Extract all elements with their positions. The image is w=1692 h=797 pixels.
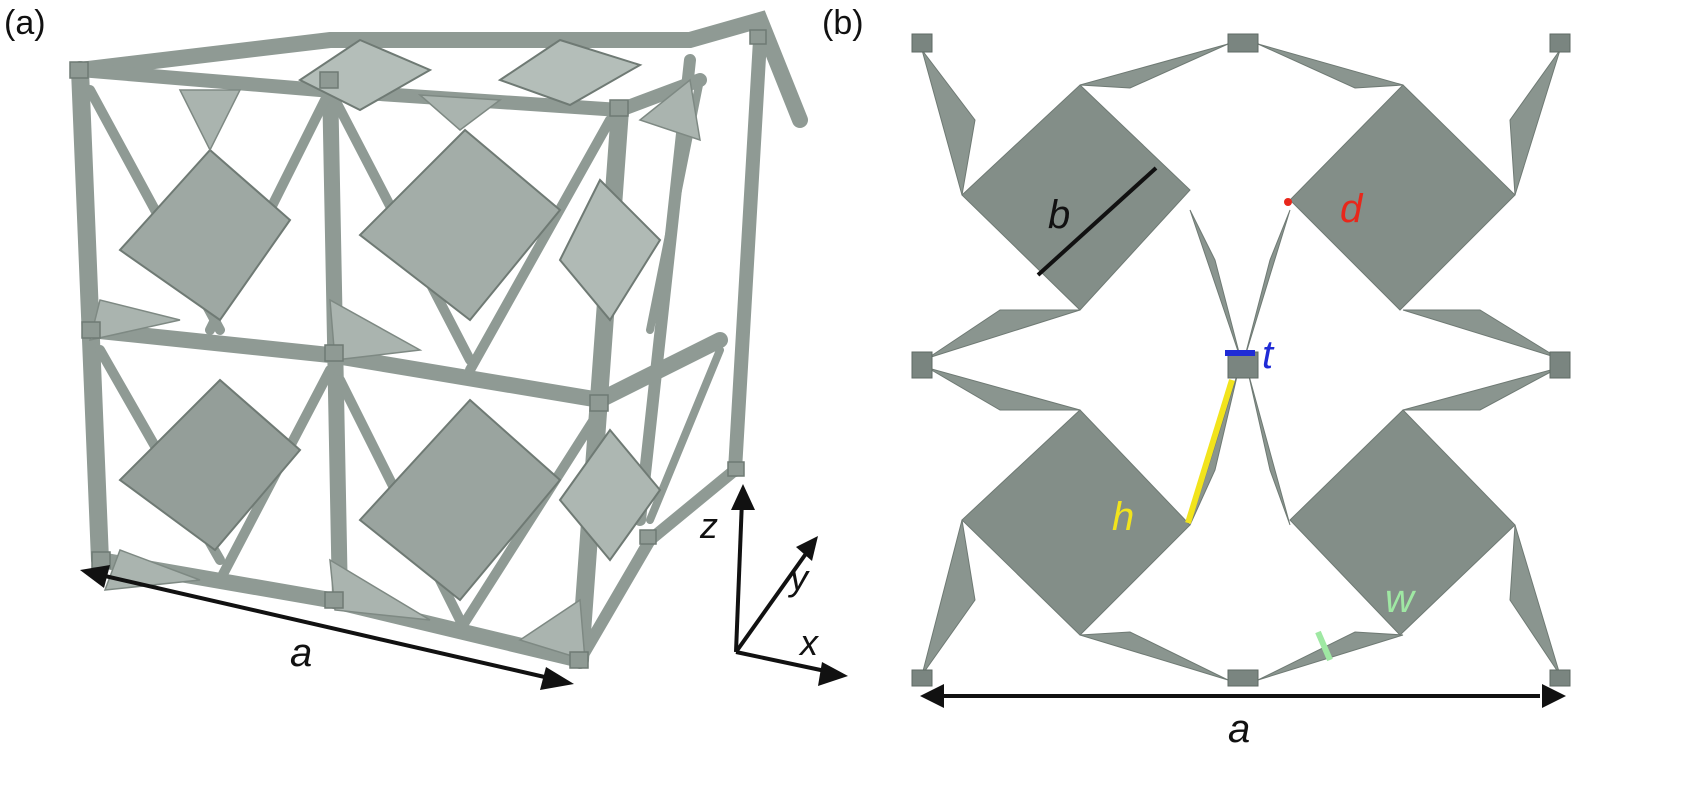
unit-cell-ligaments <box>921 43 1561 681</box>
parameter-h-mark <box>1185 379 1235 524</box>
parameter-d-label: d <box>1340 187 1364 231</box>
panel-b-label: (b) <box>822 4 864 42</box>
dimension-a-arrowhead-start-right <box>920 684 944 708</box>
parameter-b-label: b <box>1048 193 1070 237</box>
z-axis-arrowhead <box>731 484 755 510</box>
square-top-left <box>961 84 1191 311</box>
parameter-h-label: h <box>1112 495 1134 539</box>
dimension-a-label-right: a <box>1228 707 1250 751</box>
dimension-a-arrowhead-end-left <box>540 667 574 690</box>
x-axis-line <box>735 650 831 674</box>
parameter-d-mark <box>1284 198 1292 206</box>
dimension-a-label-left: a <box>290 631 312 675</box>
parameter-b-mark <box>1036 166 1158 277</box>
unit-cell-nodes <box>911 33 1571 687</box>
dimension-a-arrowhead-end-right <box>1542 684 1566 708</box>
unit-cell-squares <box>961 84 1516 636</box>
y-axis-line <box>734 546 812 654</box>
dimension-a-arrowhead-start-left <box>80 565 110 588</box>
lattice-3d-plates <box>118 38 662 602</box>
y-axis-arrowhead <box>796 536 818 561</box>
z-axis-label: z <box>699 505 718 546</box>
lattice-3d-webs <box>88 78 701 662</box>
dimension-a-line-left <box>91 571 563 683</box>
unit-cell-2d <box>911 33 1571 687</box>
z-axis-line <box>734 499 744 653</box>
panel-a-label: (a) <box>4 4 46 42</box>
square-bottom-left <box>961 409 1191 636</box>
lattice-3d-joints <box>69 29 767 669</box>
lattice-3d-illustration <box>69 10 808 669</box>
x-axis-label: x <box>798 622 820 663</box>
axes-triad <box>734 499 831 674</box>
parameter-w-mark <box>1315 630 1333 662</box>
y-axis-label: y <box>787 557 810 598</box>
square-top-right <box>1289 84 1516 311</box>
parameter-t-label: t <box>1262 333 1275 377</box>
parameter-w-label: w <box>1385 577 1417 621</box>
x-axis-arrowhead <box>818 662 848 686</box>
